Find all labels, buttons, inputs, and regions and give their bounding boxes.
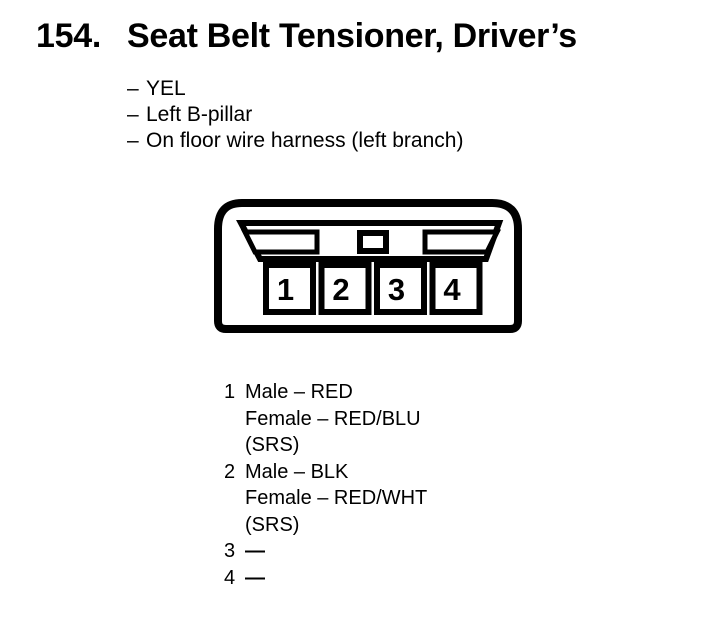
pin-cavity-label-2: 2 bbox=[332, 272, 349, 307]
connector-diagram: 1 2 3 4 bbox=[214, 199, 522, 333]
pin-lines: — bbox=[245, 565, 266, 592]
pin-number: 2 bbox=[224, 460, 236, 483]
pin-line: Male – BLK bbox=[245, 460, 349, 483]
pin-line: (SRS) bbox=[245, 434, 300, 456]
notes-list: – YEL – Left B-pillar – On floor wire ha… bbox=[127, 76, 463, 154]
pin-line: (SRS) bbox=[245, 513, 300, 536]
pin-row-1: 1 Male – RED Female – RED/BLU (SRS) bbox=[224, 379, 427, 459]
pin-cavity-3 bbox=[374, 262, 427, 315]
pin-number: 3 bbox=[224, 540, 236, 562]
section-title: Seat Belt Tensioner, Driver’s bbox=[127, 17, 577, 55]
pin-row-2: 2 Male – BLK Female – RED/WHT (SRS) bbox=[224, 459, 427, 539]
note-item: – On floor wire harness (left branch) bbox=[127, 128, 463, 154]
note-text: YEL bbox=[146, 77, 186, 100]
note-dash: – bbox=[127, 103, 139, 126]
pin-number: 4 bbox=[224, 566, 236, 589]
pin-row-4: 4 — bbox=[224, 565, 427, 592]
pin-lines: Male – BLK Female – RED/WHT (SRS) bbox=[245, 459, 427, 539]
pin-lines: Male – RED Female – RED/BLU (SRS) bbox=[245, 379, 421, 459]
pin-cavity-label-4: 4 bbox=[443, 272, 461, 307]
pin-line: Male – RED bbox=[245, 381, 353, 403]
pin-cavity-2 bbox=[318, 262, 372, 315]
pin-lines: — bbox=[245, 538, 266, 565]
pin-line: — bbox=[245, 540, 266, 562]
pin-cavity-1 bbox=[263, 262, 316, 315]
center-key-icon bbox=[357, 230, 389, 254]
note-text: Left B-pillar bbox=[146, 103, 253, 126]
note-item: – Left B-pillar bbox=[127, 102, 463, 128]
section-number: 154. bbox=[36, 17, 101, 55]
pin-number: 1 bbox=[224, 381, 236, 403]
note-item: – YEL bbox=[127, 76, 463, 102]
note-dash: – bbox=[127, 129, 139, 152]
latch-slot-left-icon bbox=[240, 229, 320, 255]
pin-line: — bbox=[245, 566, 266, 589]
pin-cavity-label-3: 3 bbox=[388, 272, 405, 307]
pin-cavity-label-1: 1 bbox=[277, 272, 294, 307]
note-dash: – bbox=[127, 77, 139, 100]
pin-legend: 1 Male – RED Female – RED/BLU (SRS) 2 Ma… bbox=[224, 379, 427, 591]
section-heading: 154. Seat Belt Tensioner, Driver’s bbox=[36, 16, 577, 56]
latch-slot-right-icon bbox=[422, 229, 502, 255]
pin-row-3: 3 — bbox=[224, 538, 427, 565]
pin-cavity-4 bbox=[429, 262, 483, 315]
pin-line: Female – RED/BLU bbox=[245, 407, 421, 430]
pin-line: Female – RED/WHT bbox=[245, 487, 428, 509]
note-text: On floor wire harness (left branch) bbox=[146, 129, 464, 152]
